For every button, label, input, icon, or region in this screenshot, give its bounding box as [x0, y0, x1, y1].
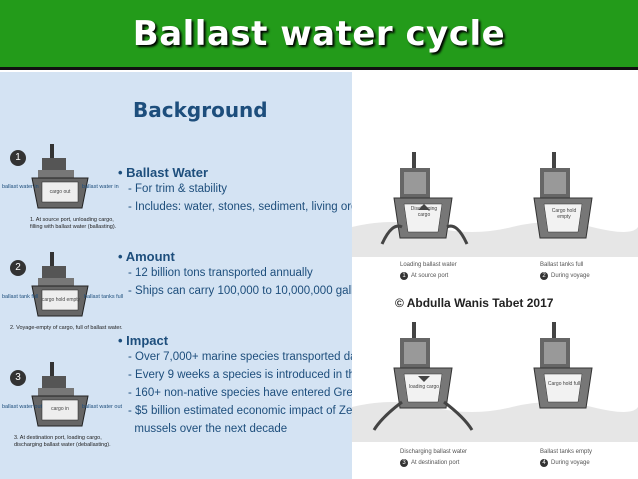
- diagram-label: Discharging ballast water: [400, 449, 468, 455]
- right-label: ballast water in: [82, 184, 119, 190]
- diagram-label: Ballast tanks empty: [540, 449, 593, 455]
- bullet-impact: • Impact: [118, 333, 169, 348]
- ship-icon: [533, 152, 593, 239]
- item: - Every 9 weeks a species is introduced …: [128, 369, 392, 381]
- ship-icon: [393, 322, 453, 409]
- caption: 2. Voyage-empty of cargo, full of ballas…: [10, 325, 123, 331]
- step-label: During voyage: [551, 273, 590, 279]
- cargo-label: cargo out: [49, 189, 71, 195]
- caption: discharging ballast water (deballasting)…: [14, 442, 111, 448]
- hull-text: Discharging cargo: [410, 206, 438, 218]
- ship-icon: [31, 252, 89, 317]
- step-number: 1: [10, 150, 26, 166]
- ship-icon: [31, 362, 89, 427]
- step-number: 3: [400, 459, 408, 467]
- background-heading: Background: [133, 98, 268, 122]
- left-label: ballast water out: [2, 404, 43, 410]
- item: mussels over the next decade: [134, 423, 288, 435]
- item: - Includes: water, stones, sediment, liv…: [128, 201, 394, 213]
- step-number: 4: [540, 459, 548, 467]
- ship-icon: [533, 322, 593, 409]
- hull-text: loading cargo: [408, 384, 440, 390]
- caption: filling with ballast water (ballasting).: [30, 224, 117, 230]
- cycle-diagram: [352, 152, 638, 442]
- left-label: ballast tank full: [2, 294, 39, 300]
- copyright-notice: © Abdulla Wanis Tabet 2017: [395, 296, 554, 310]
- diagram-label: Ballast tanks full: [540, 262, 584, 268]
- step-number: 1: [400, 272, 408, 280]
- step-label: At source port: [411, 273, 449, 279]
- slide-title: Ballast water cycle: [132, 14, 506, 54]
- item: - Ships can carry 100,000 to 10,000,000 …: [128, 285, 373, 297]
- bullet-ballast-water: • Ballast Water: [118, 165, 209, 180]
- item: - 160+ non-native species have entered G…: [128, 387, 397, 399]
- ship-icon: [393, 152, 453, 239]
- step-label: At destination port: [411, 460, 460, 466]
- item: - For trim & stability: [128, 183, 228, 195]
- hull-text: Cargo hold empty: [551, 208, 577, 220]
- ship-icon: [31, 144, 89, 209]
- section-ballast-water: • Ballast Water - For trim & stability -…: [118, 165, 394, 216]
- item: - 12 billion tons transported annually: [128, 267, 313, 279]
- background-panel: Background • Ballast Water - For trim & …: [0, 72, 396, 479]
- cargo-label: cargo in: [51, 406, 69, 412]
- item: - Over 7,000+ marine species transported…: [128, 351, 368, 363]
- left-label: ballast water in: [2, 184, 39, 190]
- caption: 3. At destination port, loading cargo,: [14, 435, 102, 441]
- step-number: 2: [540, 272, 548, 280]
- section-impact: • Impact - Over 7,000+ marine species tr…: [118, 333, 396, 438]
- step-number: 2: [10, 260, 26, 276]
- step-label: During voyage: [551, 460, 590, 466]
- item: - $5 billion estimated economic impact o…: [128, 405, 369, 417]
- section-amount: • Amount - 12 billion tons transported a…: [118, 249, 372, 300]
- hull-text: Cargo hold full: [547, 381, 581, 387]
- right-label: ballast water out: [82, 404, 123, 410]
- diagram-label: Loading ballast water: [400, 262, 457, 268]
- right-label: ballast tanks full: [84, 294, 124, 300]
- cargo-label: cargo hold empty: [41, 297, 81, 303]
- title-bar: Ballast water cycle: [0, 0, 638, 70]
- bullet-amount: • Amount: [118, 249, 175, 264]
- cycle-diagram-panel: Discharging cargo Cargo hold empty loadi…: [352, 72, 638, 479]
- step-number: 3: [10, 370, 26, 386]
- caption: 1. At source port, unloading cargo,: [30, 217, 114, 223]
